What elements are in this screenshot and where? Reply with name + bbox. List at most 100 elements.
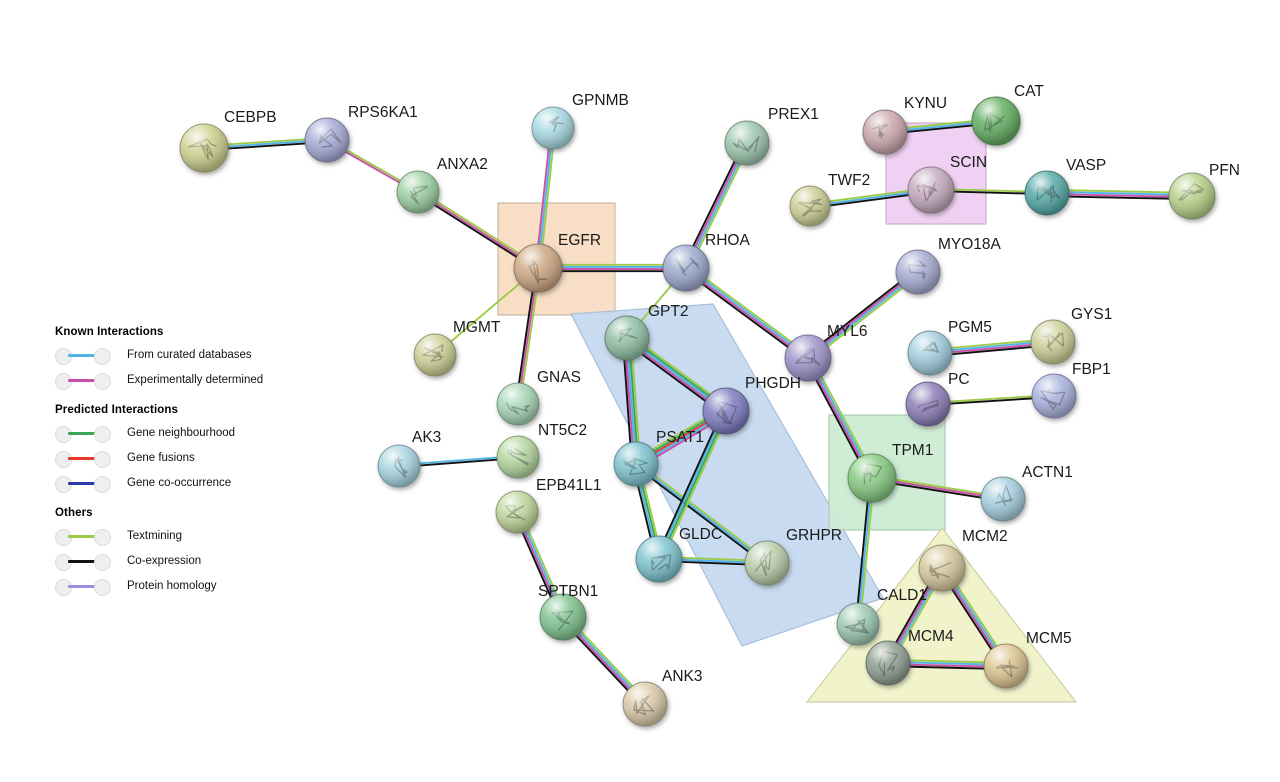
legend-item-gene-fusions[interactable]: Gene fusions — [55, 445, 315, 470]
node-label-actn1: ACTN1 — [1022, 464, 1073, 481]
protein-node-myo18a[interactable] — [895, 249, 941, 295]
protein-node-ank3[interactable] — [622, 681, 668, 727]
node-label-rps6ka1: RPS6KA1 — [348, 104, 418, 121]
node-label-gys1: GYS1 — [1071, 306, 1112, 323]
node-label-myo18a: MYO18A — [938, 236, 1002, 253]
protein-node-mcm5[interactable] — [983, 643, 1029, 689]
edge-tpm1-cald1 — [856, 498, 874, 607]
edge-rhoa-myl6 — [699, 276, 795, 350]
node-label-pgm5: PGM5 — [948, 319, 992, 336]
legend-section-title: Known Interactions — [55, 326, 164, 338]
node-label-mcm5: MCM5 — [1026, 630, 1072, 647]
edge-ak3-nt5c2 — [416, 456, 501, 467]
edge-mcm2-mcm5 — [949, 582, 1000, 653]
protein-node-pc[interactable] — [905, 381, 951, 427]
legend-node-icon-right — [94, 475, 111, 493]
node-label-cat: CAT — [1014, 83, 1044, 100]
legend-item-label: Protein homology — [127, 579, 217, 592]
protein-node-cebpb[interactable] — [179, 123, 229, 173]
edge-gldc-grhpr — [678, 556, 749, 566]
legend-edge-color-curated-databases — [68, 353, 98, 357]
legend-item-co-expression[interactable]: Co-expression — [55, 548, 315, 573]
protein-node-grhpr[interactable] — [744, 540, 790, 586]
protein-node-twf2[interactable] — [789, 185, 831, 227]
legend-edge-color-gene-neighbourhood — [68, 431, 98, 435]
node-label-ak3: AK3 — [412, 429, 441, 446]
protein-node-rhoa[interactable] — [662, 244, 710, 292]
node-label-ank3: ANK3 — [662, 668, 703, 685]
node-label-cebpb: CEBPB — [224, 109, 277, 126]
legend-node-icon-right — [94, 578, 111, 596]
protein-node-mgmt[interactable] — [413, 333, 457, 377]
protein-node-egfr[interactable] — [513, 243, 563, 293]
node-label-epb41l1: EPB41L1 — [536, 477, 602, 494]
legend-item-gene-co-occurrence[interactable]: Gene co-occurrence — [55, 470, 315, 495]
protein-nodes — [179, 96, 1216, 727]
node-label-grhpr: GRHPR — [786, 527, 842, 544]
edge-epb41l1-sptbn1 — [520, 526, 559, 601]
legend-swatch-curated-databases — [55, 345, 119, 365]
node-label-mcm2: MCM2 — [962, 528, 1008, 545]
node-label-fbp1: FBP1 — [1072, 361, 1111, 378]
protein-node-cald1[interactable] — [836, 602, 880, 646]
legend-item-label: Co-expression — [127, 554, 202, 567]
protein-node-anxa2[interactable] — [396, 170, 440, 214]
legend-item-textmining[interactable]: Textmining — [55, 523, 315, 548]
node-label-myl6: MYL6 — [827, 323, 868, 340]
legend-section-title: Others — [55, 507, 93, 519]
protein-node-gys1[interactable] — [1030, 319, 1076, 365]
legend-item-curated-databases[interactable]: From curated databases — [55, 342, 315, 367]
legend-item-experimentally-determined[interactable]: Experimentally determined — [55, 367, 315, 392]
protein-node-psat1[interactable] — [613, 441, 659, 487]
edge-rhoa-gpt2 — [638, 282, 674, 325]
serine-pathway-highlight — [570, 303, 884, 647]
edge-egfr-gnas — [517, 288, 538, 387]
protein-node-rps6ka1[interactable] — [304, 117, 350, 163]
protein-node-mcm4[interactable] — [865, 640, 911, 686]
legend-item-label: Gene fusions — [127, 451, 195, 464]
protein-node-sptbn1[interactable] — [539, 593, 587, 641]
protein-node-ak3[interactable] — [377, 444, 421, 488]
protein-node-pfn[interactable] — [1168, 172, 1216, 220]
node-label-gpt2: GPT2 — [648, 303, 688, 320]
protein-node-pgm5[interactable] — [907, 330, 953, 376]
node-label-rhoa: RHOA — [705, 232, 750, 249]
interaction-edges — [224, 120, 1173, 693]
legend-item-gene-neighbourhood[interactable]: Gene neighbourhood — [55, 420, 315, 445]
node-label-mgmt: MGMT — [453, 319, 501, 336]
protein-node-epb41l1[interactable] — [495, 490, 539, 534]
edge-egfr-mgmt — [448, 280, 523, 345]
node-label-cald1: CALD1 — [877, 587, 927, 604]
legend-item-protein-homology[interactable]: Protein homology — [55, 573, 315, 598]
protein-node-gpt2[interactable] — [604, 315, 650, 361]
legend-node-icon-right — [94, 528, 111, 546]
protein-node-nt5c2[interactable] — [496, 435, 540, 479]
protein-node-fbp1[interactable] — [1031, 373, 1077, 419]
protein-node-tpm1[interactable] — [847, 453, 897, 503]
protein-node-scin[interactable] — [907, 166, 955, 214]
node-label-tpm1: TPM1 — [892, 442, 933, 459]
legend-item-label: Gene neighbourhood — [127, 426, 236, 439]
protein-node-gpnmb[interactable] — [531, 106, 575, 150]
legend-edge-color-protein-homology — [68, 584, 98, 588]
edge-gpt2-psat1 — [623, 356, 640, 446]
protein-node-cat[interactable] — [971, 96, 1021, 146]
legend-swatch-textmining — [55, 526, 119, 546]
node-label-sptbn1: SPTBN1 — [538, 583, 598, 600]
protein-node-prex1[interactable] — [724, 120, 770, 166]
node-label-mcm4: MCM4 — [908, 628, 954, 645]
protein-node-mcm2[interactable] — [918, 544, 966, 592]
protein-node-phgdh[interactable] — [702, 387, 750, 435]
protein-node-myl6[interactable] — [784, 334, 832, 382]
protein-node-gldc[interactable] — [635, 535, 683, 583]
edge-gpnmb-egfr — [537, 145, 555, 248]
node-label-pfn: PFN — [1209, 162, 1240, 179]
protein-node-vasp[interactable] — [1024, 170, 1070, 216]
protein-node-actn1[interactable] — [980, 476, 1026, 522]
protein-node-gnas[interactable] — [496, 382, 540, 426]
node-label-vasp: VASP — [1066, 157, 1106, 174]
protein-node-kynu[interactable] — [862, 109, 908, 155]
